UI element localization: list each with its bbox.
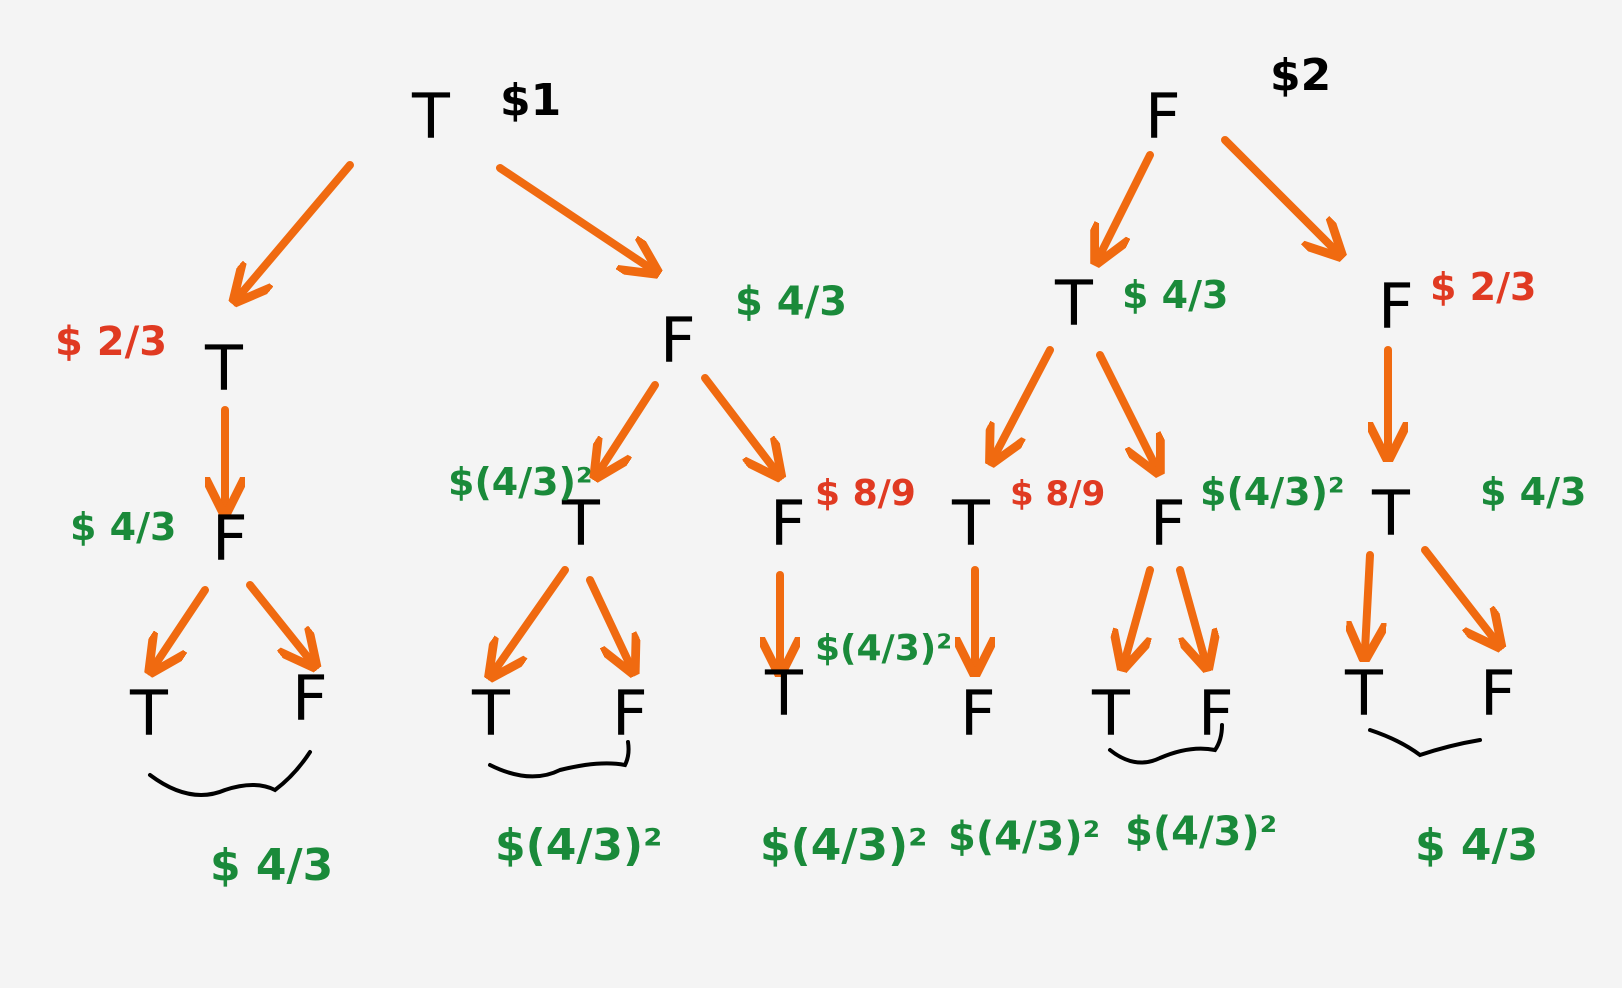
arrow-l2tb-to-f <box>586 576 630 665</box>
amount-r1-t: $ 4/3 <box>1122 273 1228 317</box>
leaf-total-6: $ 4/3 <box>1415 820 1538 871</box>
arrow-root-left-to-f <box>496 164 650 268</box>
node-root-right: F <box>1145 80 1181 153</box>
node-r2-f: F <box>1150 487 1186 560</box>
node-r1-f: F <box>1378 270 1414 343</box>
arrow-root-right-to-t <box>1100 151 1154 255</box>
node-l2-f-a: F <box>212 502 248 575</box>
arrow-root-left-to-t <box>240 161 354 295</box>
node-l1-f: F <box>660 304 696 377</box>
node-l1-t: T <box>204 332 244 405</box>
node-leaf-4-f: F <box>960 677 996 750</box>
amount-r2-f: $(4/3)² <box>1200 470 1345 514</box>
arrow-root-right-to-f <box>1221 136 1335 250</box>
node-leaf-5-f: F <box>1198 677 1234 750</box>
node-r2-t: T <box>951 487 991 560</box>
leaf-total-2: $(4/3)² <box>495 820 662 871</box>
node-l2-t-b: T <box>561 487 601 560</box>
node-leaf-5-t: T <box>1091 677 1131 750</box>
amount-root-left: $1 <box>500 75 561 126</box>
amount-l2-f-a: $ 4/3 <box>70 505 176 549</box>
brace-2 <box>488 740 631 779</box>
arrow-l2fa-to-f <box>246 581 310 660</box>
arrow-r1t-to-t <box>995 346 1054 455</box>
leaf-total-3: $(4/3)² <box>760 820 927 871</box>
amount-l1-t: $ 2/3 <box>55 319 167 365</box>
node-leaf-1-t: T <box>129 677 169 750</box>
brace-6 <box>1368 728 1482 758</box>
amount-leaf-3-t: $(4/3)² <box>815 628 952 669</box>
arrow-r1t-to-f <box>1096 351 1155 465</box>
arrow-l2tb-to-t <box>495 566 569 670</box>
node-l2-f-b: F <box>770 487 806 560</box>
amount-root-right: $2 <box>1270 50 1331 101</box>
amount-l1-f: $ 4/3 <box>735 279 847 325</box>
node-r2b-t: T <box>1371 477 1411 550</box>
node-leaf-6-f: F <box>1480 657 1516 730</box>
node-r1-t: T <box>1054 267 1094 340</box>
arrow-l2fa-to-t <box>155 586 209 665</box>
amount-r2-t: $ 8/9 <box>1010 474 1105 514</box>
arrow-r2f-to-t <box>1125 566 1154 660</box>
arrow-r2f-to-f <box>1176 566 1205 660</box>
arrow-r2bt-to-f <box>1421 546 1495 640</box>
amount-r2b-t: $ 4/3 <box>1480 470 1586 514</box>
node-leaf-3-t: T <box>764 657 804 730</box>
amount-l2-f-b: $ 8/9 <box>815 473 916 514</box>
node-leaf-6-t: T <box>1344 657 1384 730</box>
node-leaf-2-t: T <box>471 677 511 750</box>
arrow-l1f-to-f <box>701 374 775 470</box>
node-root-left: T <box>411 80 451 153</box>
node-leaf-2-f: F <box>612 677 648 750</box>
leaf-total-4: $(4/3)² <box>948 814 1100 860</box>
leaf-total-5: $(4/3)² <box>1125 809 1277 855</box>
brace-1 <box>148 750 312 797</box>
leaf-total-1: $ 4/3 <box>210 840 333 891</box>
arrow-r2bt-to-t <box>1365 551 1370 650</box>
brace-5 <box>1108 723 1224 765</box>
amount-l2-t-b: $(4/3)² <box>448 460 593 504</box>
node-leaf-1-f: F <box>292 662 328 735</box>
amount-r1-f: $ 2/3 <box>1430 265 1536 309</box>
arrow-l1f-to-t <box>600 381 659 470</box>
